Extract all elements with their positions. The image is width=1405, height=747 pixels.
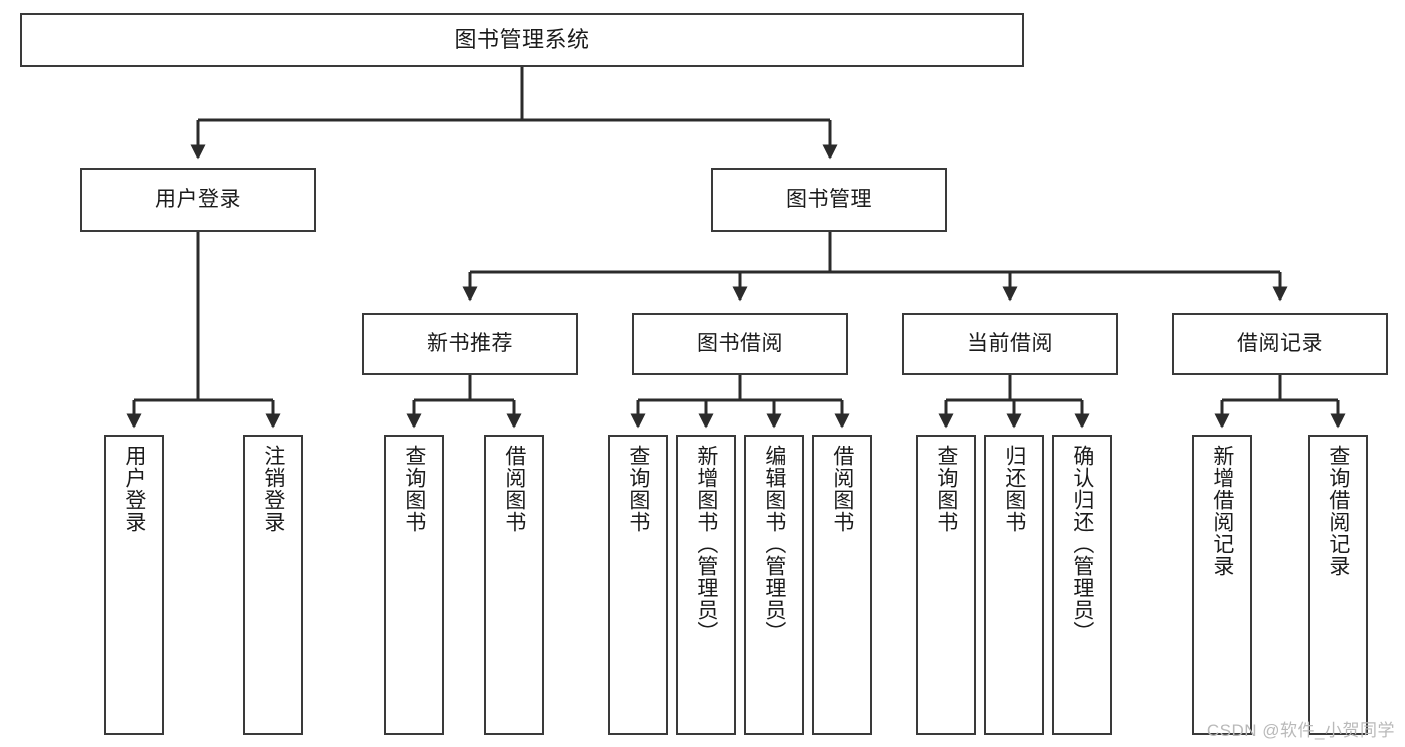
leaf-user-login[interactable]: 用户登录 [104,435,164,735]
node-label: 图书管理 [786,188,872,212]
node-root-book-management-system[interactable]: 图书管理系统 [20,13,1024,67]
node-label: 用户登录 [155,188,241,212]
node-label: 编辑图书（管理员） [762,445,786,643]
node-borrow-records[interactable]: 借阅记录 [1172,313,1388,375]
leaf-query-book-borrow[interactable]: 查询图书 [608,435,668,735]
node-label: 借阅图书 [502,445,526,533]
node-label: 新增借阅记录 [1210,445,1234,577]
leaf-edit-book-admin[interactable]: 编辑图书（管理员） [744,435,804,735]
node-user-login[interactable]: 用户登录 [80,168,316,232]
leaf-logout[interactable]: 注销登录 [243,435,303,735]
node-label: 新书推荐 [427,332,513,356]
node-label: 查询图书 [402,445,426,533]
node-label: 借阅图书 [830,445,854,533]
watermark-text: CSDN @软件_小贺同学 [1206,721,1395,740]
leaf-query-book-recommend[interactable]: 查询图书 [384,435,444,735]
node-label: 查询图书 [934,445,958,533]
node-label: 新增图书（管理员） [694,445,718,643]
node-label: 确认归还（管理员） [1070,445,1094,643]
leaf-return-book[interactable]: 归还图书 [984,435,1044,735]
leaf-add-borrow-record[interactable]: 新增借阅记录 [1192,435,1252,735]
node-label: 归还图书 [1002,445,1026,533]
node-label: 查询图书 [626,445,650,533]
node-label: 注销登录 [261,445,285,533]
leaf-confirm-return-admin[interactable]: 确认归还（管理员） [1052,435,1112,735]
node-label: 当前借阅 [967,332,1053,356]
leaf-borrow-book-recommend[interactable]: 借阅图书 [484,435,544,735]
node-new-book-recommend[interactable]: 新书推荐 [362,313,578,375]
leaf-query-borrow-record[interactable]: 查询借阅记录 [1308,435,1368,735]
leaf-borrow-book[interactable]: 借阅图书 [812,435,872,735]
node-book-management[interactable]: 图书管理 [711,168,947,232]
node-label: 查询借阅记录 [1326,445,1350,577]
node-current-borrow[interactable]: 当前借阅 [902,313,1118,375]
node-label: 图书借阅 [697,332,783,356]
node-label: 用户登录 [122,445,146,533]
leaf-add-book-admin[interactable]: 新增图书（管理员） [676,435,736,735]
node-label: 图书管理系统 [454,26,590,52]
node-book-borrow[interactable]: 图书借阅 [632,313,848,375]
node-label: 借阅记录 [1237,332,1323,356]
leaf-query-book-current[interactable]: 查询图书 [916,435,976,735]
